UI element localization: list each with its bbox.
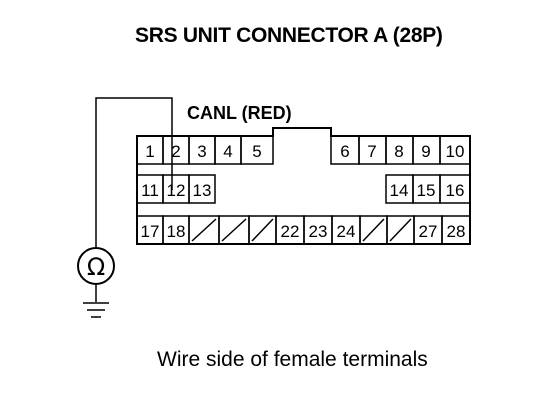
- terminal-cell: [188, 174, 216, 204]
- terminal-label: 18: [167, 222, 186, 241]
- terminal-label: 12: [167, 181, 186, 200]
- terminal-label: 6: [340, 142, 349, 161]
- terminal-cell: [441, 215, 471, 245]
- ground-icon: [83, 302, 109, 318]
- empty-cavity-slash: [362, 218, 385, 242]
- empty-cavity-slash: [389, 218, 412, 242]
- row-1: 1 2 3 4 5 6 7 8 9 10: [136, 135, 471, 165]
- terminal-label: 13: [193, 181, 212, 200]
- terminal-label: 15: [417, 181, 436, 200]
- terminal-label: 27: [419, 222, 438, 241]
- terminal-label: 2: [171, 142, 180, 161]
- terminal-cell: [439, 135, 471, 165]
- caption: Wire side of female terminals: [157, 348, 428, 371]
- terminal-label: 7: [367, 142, 376, 161]
- terminal-label: 9: [421, 142, 430, 161]
- terminal-label: 4: [223, 142, 232, 161]
- row-2: 11 12 13 14 15 16: [136, 174, 471, 204]
- terminal-label: 14: [390, 181, 409, 200]
- terminal-label: 10: [446, 142, 465, 161]
- terminal-label: 23: [309, 222, 328, 241]
- terminal-label: 28: [447, 222, 466, 241]
- terminal-cell: [439, 174, 471, 204]
- row-3: 17 18 22 23 24 27 28: [136, 215, 471, 245]
- terminal-label: 16: [446, 181, 465, 200]
- terminal-label: 3: [197, 142, 206, 161]
- probe-label: CANL (RED): [187, 103, 292, 123]
- terminal-label: 1: [145, 142, 154, 161]
- terminal-cell: [240, 135, 274, 165]
- terminal-label: 5: [252, 142, 261, 161]
- terminal-label: 11: [141, 181, 159, 200]
- empty-cavity-slash: [251, 218, 274, 242]
- ohm-symbol: Ω: [87, 253, 105, 281]
- terminal-label: 17: [141, 222, 160, 241]
- diagram-title: SRS UNIT CONNECTOR A (28P): [135, 24, 443, 47]
- empty-cavity-slash: [221, 218, 247, 242]
- terminal-label: 22: [281, 222, 300, 241]
- terminal-label: 8: [394, 142, 403, 161]
- terminal-label: 24: [337, 222, 356, 241]
- probe-wire: [95, 97, 173, 248]
- empty-cavity-slash: [191, 218, 217, 242]
